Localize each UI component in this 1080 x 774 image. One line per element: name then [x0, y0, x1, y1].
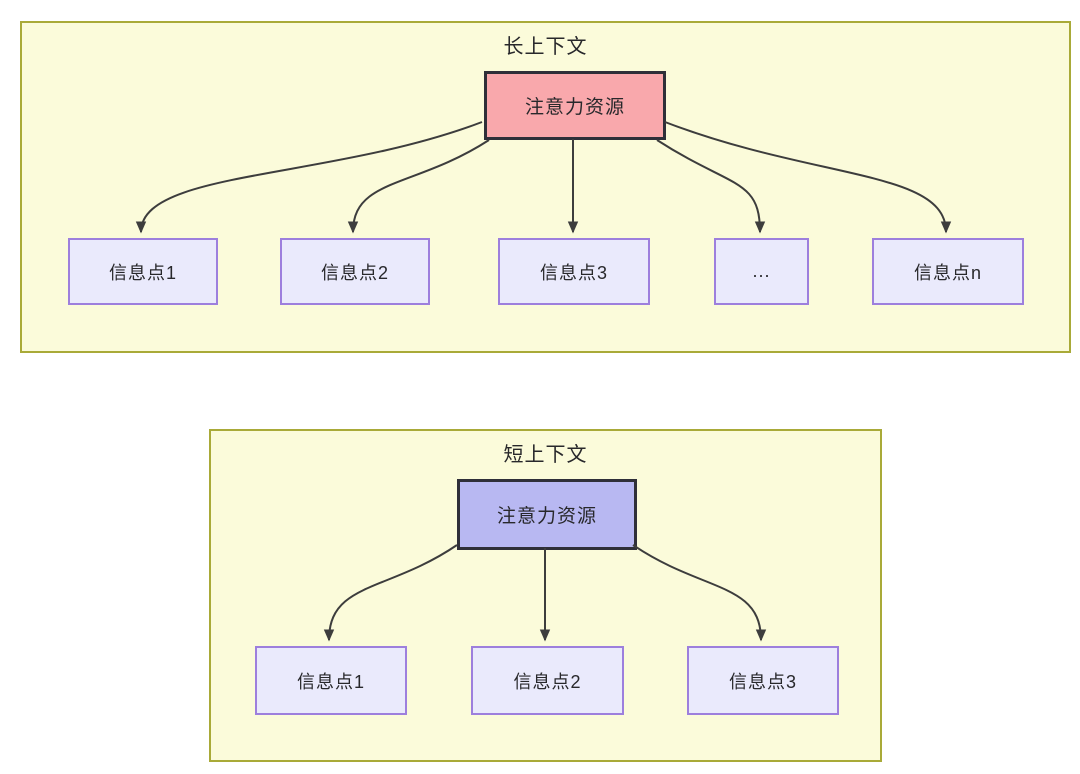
info-node-long-2: 信息点2 — [280, 238, 430, 305]
info-node-short-2: 信息点2 — [471, 646, 624, 715]
info-node-long-n: 信息点n — [872, 238, 1024, 305]
info-node-short-3: 信息点3 — [687, 646, 839, 715]
info-node-long-1: 信息点1 — [68, 238, 218, 305]
info-node-short-1: 信息点1 — [255, 646, 407, 715]
info-node-short-2-label: 信息点2 — [513, 671, 582, 692]
short-context-title: 短上下文 — [503, 444, 588, 466]
attention-box-short: 注意力资源 — [457, 479, 637, 550]
info-node-long-2-label: 信息点2 — [320, 262, 389, 283]
info-node-short-3-label: 信息点3 — [728, 671, 797, 692]
long-context-section: 长上下文 注意力资源 信息点1 信息点2 信息点3 ... 信息点n — [20, 21, 1071, 353]
attention-box-long: 注意力资源 — [484, 71, 666, 140]
attention-box-short-label: 注意力资源 — [496, 506, 597, 527]
info-node-long-n-label: 信息点n — [913, 262, 982, 283]
info-node-long-3: 信息点3 — [498, 238, 650, 305]
info-node-long-ellipsis: ... — [714, 238, 809, 305]
short-context-section: 短上下文 注意力资源 信息点1 信息点2 信息点3 — [209, 429, 882, 762]
long-context-title: 长上下文 — [503, 36, 588, 58]
info-node-long-3-label: 信息点3 — [539, 262, 608, 283]
info-node-long-ellipsis-label: ... — [752, 261, 771, 281]
attention-box-long-label: 注意力资源 — [524, 97, 625, 118]
info-node-short-1-label: 信息点1 — [296, 671, 365, 692]
info-node-long-1-label: 信息点1 — [108, 262, 177, 283]
